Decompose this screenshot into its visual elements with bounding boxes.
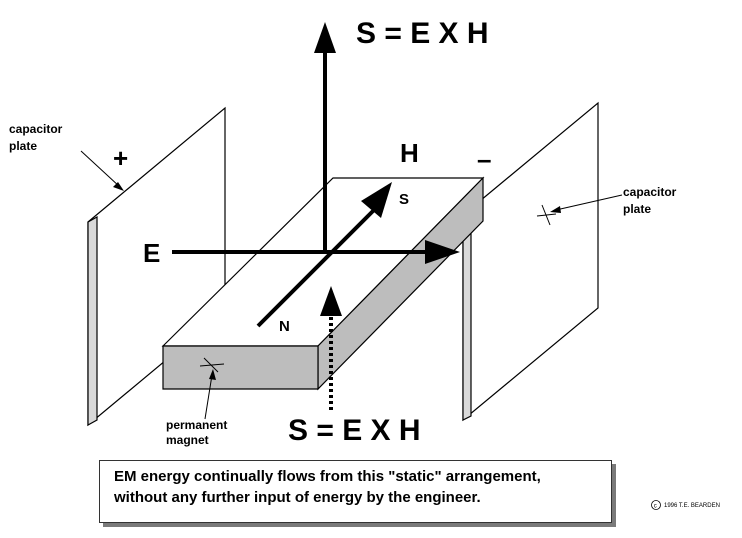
right-plate-pointer [555, 194, 623, 211]
minus-sign: – [477, 144, 491, 174]
right-plate-mark [536, 204, 557, 226]
poynting-arrow-up [314, 22, 336, 252]
h-field-label: H [400, 138, 419, 168]
magnet-label-line2: magnet [166, 433, 209, 447]
magnet-label-line1: permanent [166, 418, 227, 432]
e-field-arrow [172, 240, 460, 264]
copyright-notice: c 1996 T.E. BEARDEN [651, 500, 720, 510]
poynting-arrow-bottom [320, 286, 342, 410]
left-plate-label-line2: plate [9, 139, 37, 153]
copyright-text: 1996 T.E. BEARDEN [664, 503, 720, 509]
plus-sign: + [113, 143, 128, 173]
north-pole-label: N [279, 318, 290, 335]
magnet-pointer-head [209, 369, 216, 380]
magnet-pointer [204, 374, 213, 420]
left-plate-pointer [80, 150, 121, 188]
left-capacitor-plate [87, 106, 226, 427]
e-field-label: E [143, 238, 160, 268]
right-plate-label-line1: capacitor [623, 185, 677, 199]
caption-line-2: without any further input of energy by t… [114, 489, 481, 506]
caption-box: EM energy continually flows from this "s… [99, 460, 612, 523]
right-plate-pointer-head [550, 206, 561, 213]
poynting-label-bottom: S = E X H [288, 414, 421, 447]
caption-line-1: EM energy continually flows from this "s… [114, 468, 541, 485]
magnet-mark [199, 357, 225, 373]
left-plate-pointer-head [113, 182, 124, 191]
h-field-arrow [256, 182, 392, 328]
copyright-symbol: c [654, 503, 657, 509]
left-plate-label-line1: capacitor [9, 122, 63, 136]
poynting-label-top: S = E X H [356, 17, 489, 50]
right-plate-label-line2: plate [623, 202, 651, 216]
south-pole-label: S [399, 191, 409, 208]
